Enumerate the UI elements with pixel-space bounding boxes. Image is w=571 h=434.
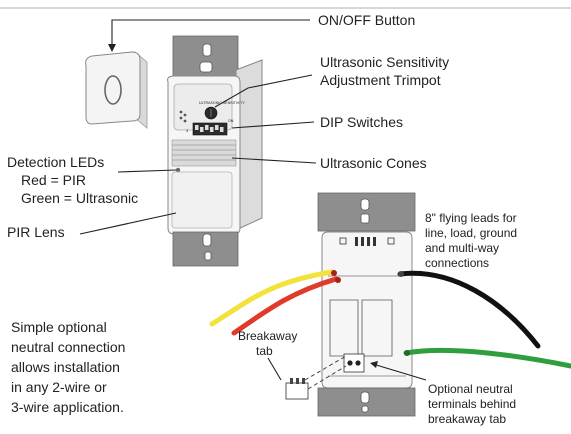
dip-switch-block: 3 ON bbox=[186, 119, 234, 136]
svg-text:ON: ON bbox=[228, 119, 234, 123]
label-pir-lens: PIR Lens bbox=[7, 224, 65, 240]
label-breakaway-tab-2: tab bbox=[256, 344, 273, 358]
neutral-connection-line-4: in any 2-wire or bbox=[11, 379, 107, 395]
wire-red bbox=[231, 276, 339, 336]
label-ultrasonic-cones: Ultrasonic Cones bbox=[320, 155, 427, 171]
wire-green bbox=[403, 347, 571, 369]
left-leader-lines bbox=[79, 19, 317, 235]
label-flying-leads-3: and multi-way bbox=[425, 241, 499, 255]
on-off-button-cover bbox=[85, 51, 148, 129]
top-mounting-strap bbox=[172, 35, 239, 81]
label-breakaway-tab-1: Breakaway bbox=[238, 329, 297, 343]
label-sensitivity-line2: Adjustment Trimpot bbox=[320, 72, 441, 88]
label-flying-leads-2: line, load, ground bbox=[425, 226, 517, 240]
flying-leads bbox=[209, 269, 571, 369]
label-flying-leads-1: 8" flying leads for bbox=[425, 211, 517, 225]
label-dip-switches: DIP Switches bbox=[320, 114, 403, 130]
breakaway-tab bbox=[285, 355, 347, 400]
neutral-terminals bbox=[343, 353, 365, 373]
neutral-connection-line-3: allows installation bbox=[11, 359, 120, 375]
label-sensitivity-line1: Ultrasonic Sensitivity bbox=[320, 54, 449, 70]
label-neutral-terminals-1: Optional neutral bbox=[428, 382, 513, 396]
label-flying-leads-4: connections bbox=[425, 256, 489, 270]
wire-black bbox=[397, 270, 541, 349]
wiring-back-view bbox=[317, 192, 416, 417]
label-detection-leds-green: Green = Ultrasonic bbox=[21, 190, 138, 206]
neutral-connection-line-5: 3-wire application. bbox=[11, 399, 124, 415]
pir-lens bbox=[171, 171, 233, 229]
sensor-switch-device: ULTRASONIC SENSITIVITY 3 ON bbox=[167, 35, 263, 267]
right-leader-lines bbox=[267, 357, 427, 381]
ultrasonic-cone-grille bbox=[171, 139, 237, 167]
label-on-off-button: ON/OFF Button bbox=[318, 12, 415, 28]
bottom-mounting-strap bbox=[172, 231, 239, 267]
svg-text:3: 3 bbox=[186, 128, 189, 133]
label-neutral-terminals-3: breakaway tab bbox=[428, 412, 506, 426]
label-detection-leds-red: Red = PIR bbox=[21, 172, 86, 188]
label-detection-leds: Detection LEDs bbox=[7, 154, 104, 170]
label-neutral-terminals-2: terminals behind bbox=[428, 397, 516, 411]
neutral-connection-line-2: neutral connection bbox=[11, 339, 125, 355]
detection-led bbox=[175, 167, 181, 173]
wire-yellow bbox=[209, 269, 335, 327]
neutral-connection-line-1: Simple optional bbox=[11, 319, 107, 335]
